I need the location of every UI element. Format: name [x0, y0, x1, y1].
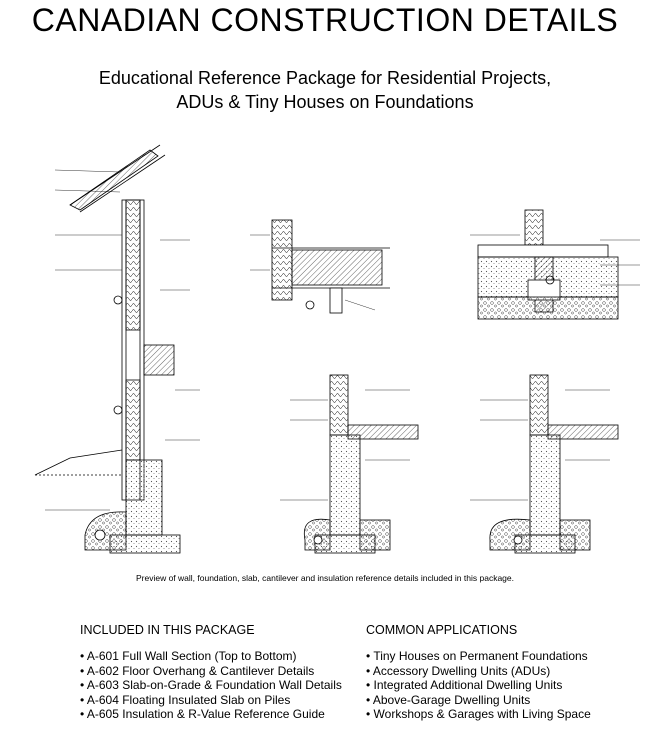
detail-foundation-wall-middle [280, 374, 419, 554]
list-item: • Above-Garage Dwelling Units [366, 692, 531, 707]
included-package-section: INCLUDED IN THIS PACKAGE • A-601 Full Wa… [80, 623, 342, 722]
applications-list: • Tiny Houses on Permanent Foundations •… [366, 649, 591, 722]
list-item: • A-602 Floor Overhang & Cantilever Deta… [80, 663, 315, 678]
list-item: • Tiny Houses on Permanent Foundations [366, 649, 588, 663]
document-title: CANADIAN CONSTRUCTION DETAILS [31, 2, 619, 38]
applications-heading: COMMON APPLICATIONS [366, 623, 518, 637]
document-subtitle: Educational Reference Package for Reside… [0, 66, 650, 114]
list-item: • A-605 Insulation & R-Value Reference G… [80, 707, 325, 721]
list-item: • Accessory Dwelling Units (ADUs) [366, 663, 551, 678]
preview-caption: Preview of wall, foundation, slab, canti… [135, 573, 514, 583]
list-item: • A-604 Floating Insulated Slab on Piles [80, 692, 291, 707]
subtitle-line-1: Educational Reference Package for Reside… [98, 68, 552, 88]
detail-full-wall-section [34, 144, 200, 554]
construction-detail-drawings [34, 144, 640, 554]
subtitle-line-2: ADUs & Tiny Houses on Foundations [176, 92, 474, 112]
list-item: • A-603 Slab-on-Grade & Foundation Wall … [80, 678, 342, 692]
detail-foundation-wall-right [470, 374, 619, 554]
common-applications-section: COMMON APPLICATIONS • Tiny Houses on Per… [366, 623, 591, 722]
included-heading: INCLUDED IN THIS PACKAGE [80, 623, 255, 637]
included-list: • A-601 Full Wall Section (Top to Bottom… [80, 649, 342, 722]
detail-slab-on-piles [470, 209, 640, 320]
list-item: • A-601 Full Wall Section (Top to Bottom… [80, 649, 297, 663]
detail-floor-overhang [250, 219, 390, 314]
list-item: • Integrated Additional Dwelling Units [366, 678, 563, 692]
list-item: • Workshops & Garages with Living Space [366, 707, 591, 721]
